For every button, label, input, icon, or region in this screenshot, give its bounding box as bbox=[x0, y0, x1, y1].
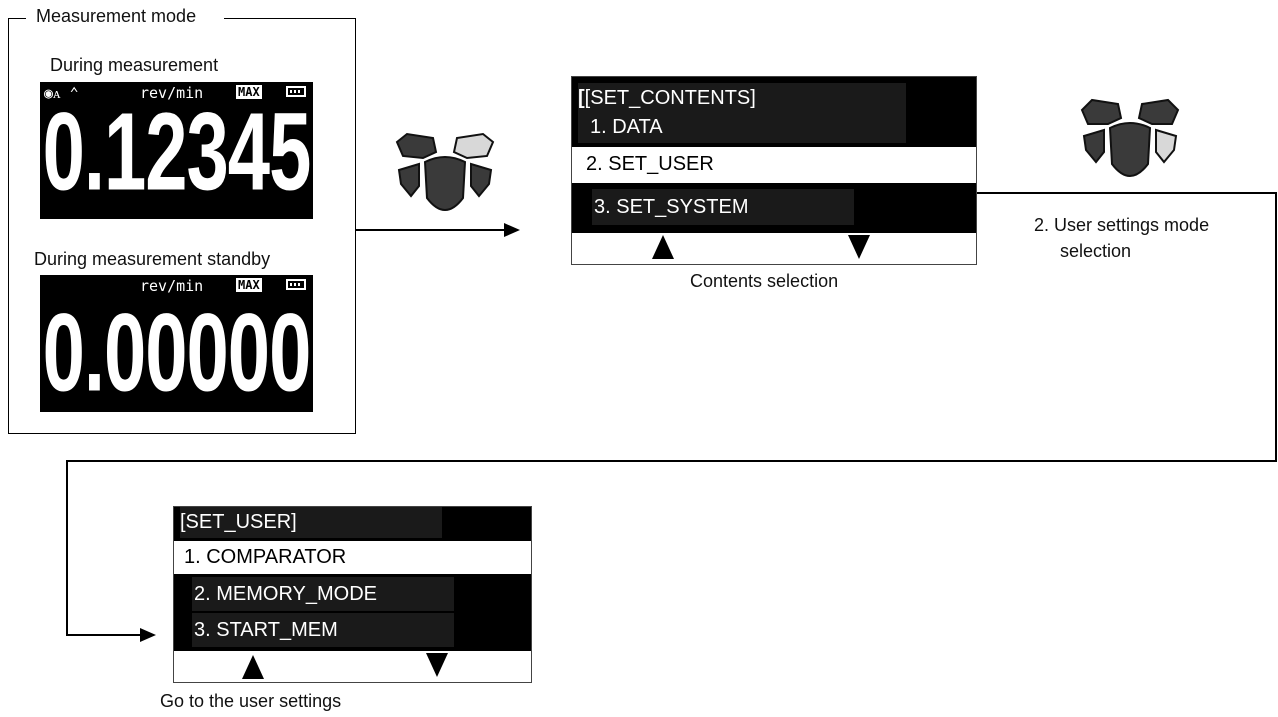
up-arrow-button[interactable] bbox=[652, 235, 674, 259]
battery-icon bbox=[286, 279, 306, 290]
connector-line bbox=[66, 460, 1277, 462]
menu-footer bbox=[572, 233, 976, 264]
measurement-mode-frame-top-right bbox=[224, 18, 355, 19]
measurement-mode-frame-top-left bbox=[8, 18, 26, 19]
connector-line bbox=[66, 634, 142, 636]
step-label-line2: selection bbox=[1060, 241, 1132, 261]
step-label-line1: 2. User settings mode bbox=[1034, 215, 1210, 235]
menu-item[interactable]: 2. MEMORY_MODE bbox=[192, 577, 454, 611]
menu-item[interactable]: 3. SET_SYSTEM bbox=[592, 189, 854, 225]
menu-cursor: [ bbox=[578, 87, 585, 109]
user-menu-screen: [SET_USER] 1. COMPARATOR 2. MEMORY_MODE … bbox=[173, 506, 532, 683]
menu-item-selected[interactable]: 2. SET_USER bbox=[572, 147, 976, 183]
lcd-standby-screen: rev/min MAX 0.00000 bbox=[40, 275, 313, 412]
connector-line bbox=[355, 229, 505, 231]
control-pad-icon bbox=[1080, 98, 1180, 177]
pad-lower-left-button bbox=[397, 162, 420, 198]
connector-arrowhead bbox=[140, 628, 156, 642]
menu-footer bbox=[174, 651, 531, 682]
battery-icon bbox=[286, 86, 306, 97]
connector-line bbox=[973, 192, 1277, 194]
down-arrow-button[interactable] bbox=[848, 235, 870, 259]
up-arrow-button[interactable] bbox=[242, 655, 264, 679]
lcd-reading-value: 0.00000 bbox=[42, 291, 312, 415]
contents-menu-screen: [[SET_CONTENTS] 1. DATA 2. SET_USER 3. S… bbox=[571, 76, 977, 265]
lcd-measuring-screen: ◉ᴀ ⌃ rev/min MAX 0.12345 bbox=[40, 82, 313, 219]
pad-lower-right-button bbox=[470, 162, 493, 198]
connector-line bbox=[66, 460, 68, 635]
down-arrow-button[interactable] bbox=[426, 653, 448, 677]
lcd-max-indicator: MAX bbox=[236, 278, 262, 292]
pad-center-button bbox=[1108, 122, 1152, 177]
pad-lower-right-button bbox=[1155, 128, 1178, 164]
lcd-unit: rev/min bbox=[140, 84, 204, 102]
menu-title: [[SET_CONTENTS] bbox=[578, 83, 906, 113]
measurement-mode-frame bbox=[8, 18, 356, 434]
connector-arrowhead bbox=[504, 223, 520, 237]
user-settings-caption: Go to the user settings bbox=[160, 691, 342, 711]
control-pad-icon bbox=[395, 132, 495, 211]
connector-line bbox=[1275, 192, 1277, 462]
during-measurement-label: During measurement bbox=[50, 55, 219, 75]
menu-item-selected[interactable]: 1. COMPARATOR bbox=[174, 541, 531, 574]
pad-right-button bbox=[452, 132, 495, 160]
lcd-unit: rev/min bbox=[140, 277, 204, 295]
menu-title: [SET_USER] bbox=[180, 507, 442, 538]
pad-lower-left-button bbox=[1082, 128, 1105, 164]
menu-item[interactable]: 1. DATA bbox=[578, 113, 906, 143]
during-standby-label: During measurement standby bbox=[34, 249, 271, 269]
measurement-mode-label: Measurement mode bbox=[36, 6, 197, 26]
pad-left-button bbox=[1080, 98, 1123, 125]
pad-right-button bbox=[1137, 98, 1180, 125]
contents-selection-caption: Contents selection bbox=[690, 271, 839, 291]
lcd-max-indicator: MAX bbox=[236, 85, 262, 99]
pad-center-button bbox=[423, 156, 467, 211]
pad-left-button bbox=[395, 132, 438, 160]
lcd-reading-value: 0.12345 bbox=[42, 90, 312, 214]
lcd-status-icons: ◉ᴀ ⌃ bbox=[44, 84, 79, 102]
menu-item[interactable]: 3. START_MEM bbox=[192, 613, 454, 647]
